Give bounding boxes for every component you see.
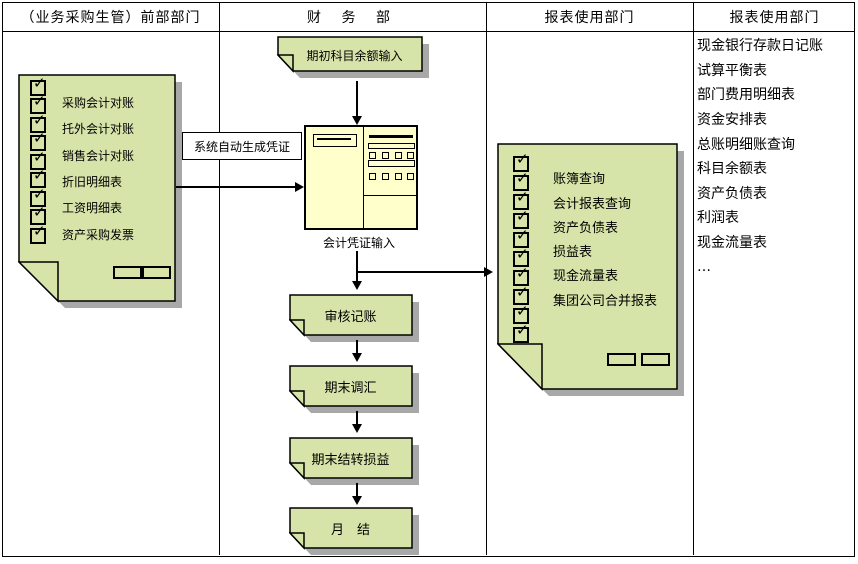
lane-header-finance: 财 务 部 bbox=[307, 10, 398, 26]
report-item: 资产负债表 bbox=[697, 185, 767, 202]
report-item: … bbox=[697, 258, 711, 275]
checkbox-icon bbox=[513, 169, 529, 191]
voucher-square bbox=[407, 173, 414, 180]
voucher-square bbox=[395, 152, 402, 159]
checkbox-icon bbox=[513, 207, 529, 229]
source-documents-note: 采购会计对账 托外会计对账 销售会计对账 折旧明细表 工资明细表 资产采购发票 bbox=[18, 74, 185, 311]
step-note-audit-post: 审核记账 bbox=[289, 294, 422, 345]
voucher-entry-graphic bbox=[304, 125, 418, 230]
step-note-transfer-profit-loss: 期末结转损益 bbox=[289, 437, 422, 488]
connector-step-2-3 bbox=[356, 411, 358, 425]
auto-voucher-label: 系统自动生成凭证 bbox=[182, 132, 302, 160]
checkbox-icon bbox=[513, 283, 529, 305]
voucher-thick-line bbox=[369, 135, 413, 138]
lane-divider-2 bbox=[486, 3, 487, 555]
arrowhead-down-icon bbox=[352, 116, 362, 125]
arrowhead-down-icon bbox=[352, 496, 362, 505]
report-item: 总账明细账查询 bbox=[697, 136, 795, 153]
reports-query-note: 账簿查询 会计报表查询 资产负债表 损益表 现金流量表 集团公司合并报表 bbox=[497, 143, 687, 399]
report-query-label: 资产负债表 bbox=[553, 221, 619, 236]
checkbox-icon bbox=[30, 92, 46, 114]
lane-divider-1 bbox=[219, 3, 220, 555]
arrowhead-down-icon bbox=[352, 281, 362, 290]
source-item-label: 托外会计对账 bbox=[62, 122, 135, 136]
checkbox-icon bbox=[513, 245, 529, 267]
opening-balance-label: 期初科目余额输入 bbox=[306, 49, 403, 63]
lane-header-report-users-2: 报表使用部门 bbox=[729, 10, 820, 26]
report-list: 现金银行存款日记账 试算平衡表 部门费用明细表 资金安排表 总账明细账查询 科目… bbox=[697, 33, 855, 279]
header-divider-line bbox=[2, 31, 854, 32]
checkbox-icon bbox=[30, 166, 46, 188]
connector-voucher-to-reports-note bbox=[357, 271, 485, 273]
voucher-hline bbox=[363, 195, 416, 196]
lane-header-front-departments: （业务采购生管）前部部门 bbox=[20, 10, 201, 26]
source-item-label: 采购会计对账 bbox=[62, 96, 135, 110]
step-label: 期末调汇 bbox=[324, 381, 377, 396]
step-note-month-end-close: 月 结 bbox=[289, 507, 422, 558]
connector-left-to-voucher bbox=[176, 186, 296, 188]
voucher-field-line bbox=[317, 138, 351, 140]
note-shape bbox=[18, 74, 182, 308]
voucher-bar bbox=[368, 143, 415, 149]
arrowhead-right-icon bbox=[484, 267, 493, 277]
note-button-rect bbox=[142, 266, 171, 279]
report-item: 资金安排表 bbox=[697, 112, 767, 129]
source-item-label: 折旧明细表 bbox=[62, 175, 123, 189]
voucher-square bbox=[382, 152, 389, 159]
note-button-rect bbox=[641, 353, 670, 366]
voucher-divider bbox=[363, 127, 364, 228]
report-item: 科目余额表 bbox=[697, 161, 767, 178]
source-item-label: 销售会计对账 bbox=[62, 149, 135, 163]
voucher-square bbox=[407, 152, 414, 159]
step-label: 期末结转损益 bbox=[311, 453, 390, 468]
connector-step-1-2 bbox=[356, 340, 358, 354]
arrowhead-right-icon bbox=[295, 182, 304, 192]
note-button-rect bbox=[113, 266, 142, 279]
report-item: 部门费用明细表 bbox=[697, 87, 795, 104]
connector-start-to-voucher bbox=[356, 81, 358, 117]
note-shape bbox=[289, 365, 419, 413]
voucher-square bbox=[369, 152, 376, 159]
note-shape bbox=[277, 36, 429, 78]
report-item: 试算平衡表 bbox=[697, 62, 767, 79]
checkbox-icon bbox=[30, 222, 46, 244]
arrowhead-down-icon bbox=[352, 353, 362, 362]
connector-step-3-4 bbox=[356, 483, 358, 497]
report-query-label: 损益表 bbox=[553, 245, 593, 260]
voucher-field bbox=[313, 134, 357, 147]
opening-balance-note: 期初科目余额输入 bbox=[277, 36, 432, 81]
checkbox-icon bbox=[513, 188, 529, 210]
checkbox-icon bbox=[513, 321, 529, 343]
step-label: 月 结 bbox=[330, 523, 370, 538]
voucher-bar bbox=[368, 160, 415, 167]
report-item: 现金银行存款日记账 bbox=[697, 38, 823, 55]
note-shape bbox=[289, 437, 419, 485]
report-query-label: 集团公司合并报表 bbox=[553, 294, 658, 309]
lane-divider-3 bbox=[693, 3, 694, 555]
note-shape bbox=[497, 143, 684, 396]
report-query-label: 会计报表查询 bbox=[553, 197, 632, 212]
checkbox-icon bbox=[513, 302, 529, 324]
note-shape bbox=[289, 294, 419, 342]
source-item-label: 工资明细表 bbox=[62, 201, 123, 215]
voucher-square bbox=[395, 173, 402, 180]
report-query-label: 账簿查询 bbox=[553, 172, 606, 187]
arrowhead-down-icon bbox=[352, 424, 362, 433]
step-label: 审核记账 bbox=[324, 310, 377, 325]
lane-header-report-users-1: 报表使用部门 bbox=[544, 10, 635, 26]
swimlane-table-border bbox=[2, 2, 855, 557]
report-item: 现金流量表 bbox=[697, 235, 767, 252]
step-note-period-end-revaluation: 期末调汇 bbox=[289, 365, 422, 416]
report-item: 利润表 bbox=[697, 210, 739, 227]
voucher-square bbox=[382, 173, 389, 180]
voucher-square bbox=[369, 173, 376, 180]
note-button-rect bbox=[607, 353, 636, 366]
checkbox-icon bbox=[513, 150, 529, 172]
connector-voucher-to-audit bbox=[356, 251, 358, 282]
report-query-label: 现金流量表 bbox=[553, 269, 619, 284]
voucher-caption: 会计凭证输入 bbox=[322, 236, 395, 250]
note-shape bbox=[289, 507, 419, 555]
source-item-label: 资产采购发票 bbox=[62, 228, 135, 242]
